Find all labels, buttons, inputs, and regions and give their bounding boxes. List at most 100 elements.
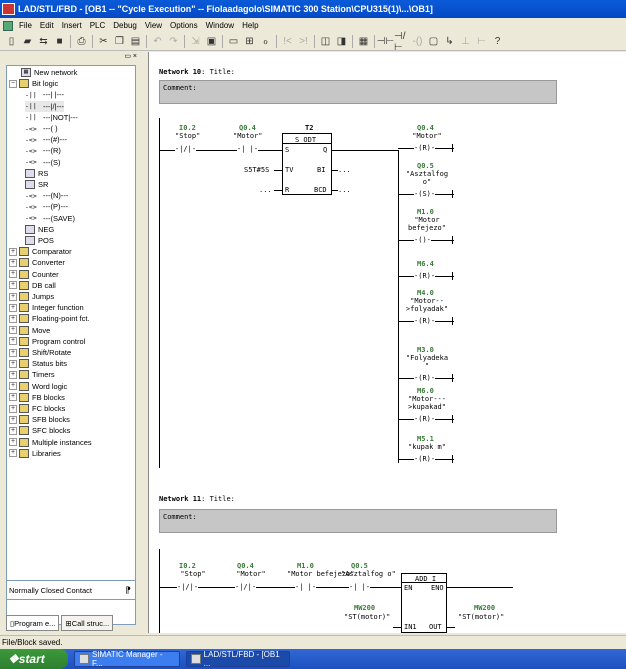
tree-item-folder-18[interactable]: +Libraries — [9, 448, 61, 459]
online-icon[interactable]: ⇆ — [39, 36, 48, 47]
expand-icon[interactable]: + — [9, 270, 17, 279]
collapse-icon[interactable]: − — [9, 79, 17, 88]
ladder-editor[interactable]: Network 10: Title: Comment: I0.2 "Stop" … — [148, 52, 626, 633]
print-icon[interactable]: ⎙ — [77, 36, 86, 47]
tree-item-folder-12[interactable]: +Word logic — [9, 381, 67, 392]
panel-close-icon[interactable]: ▭ × — [124, 53, 137, 60]
coil[interactable]: -(R)- — [414, 374, 436, 382]
expand-icon[interactable]: + — [9, 292, 17, 301]
expand-icon[interactable]: + — [9, 247, 17, 256]
tree-item-bit-logic-11[interactable]: -<>---(SAVE) — [25, 213, 75, 224]
address-icon[interactable]: ▦ — [358, 36, 369, 47]
tree-item-bit-logic-10[interactable]: -<>---(P)--- — [25, 201, 68, 212]
bi-output[interactable]: ... — [338, 166, 351, 174]
network-11-comment[interactable]: Comment: — [159, 509, 557, 533]
tree-item-folder-3[interactable]: +DB call — [9, 280, 56, 291]
tree-item-bit-logic-13[interactable]: POS — [25, 235, 54, 246]
comment-icon[interactable]: !< — [283, 36, 292, 47]
paste-icon[interactable]: ▤ — [130, 36, 141, 47]
tree-item-bit-logic-5[interactable]: -<>---(R) — [25, 145, 61, 156]
network-icon[interactable]: ⊞ — [245, 36, 254, 47]
step-icon[interactable]: >! — [299, 36, 308, 47]
branch-close-icon[interactable]: ⊥ — [461, 36, 470, 47]
expand-icon[interactable]: + — [9, 370, 17, 379]
view-lad-icon[interactable]: ◫ — [320, 36, 331, 47]
expand-icon[interactable]: + — [9, 393, 17, 402]
coil[interactable]: -(R)- — [414, 415, 436, 423]
tree-item-folder-2[interactable]: +Counter — [9, 269, 59, 280]
tree-item-folder-16[interactable]: +SFC blocks — [9, 425, 70, 436]
nc-contact[interactable]: -|/|- — [235, 583, 257, 591]
view-stl-icon[interactable]: ◨ — [336, 36, 347, 47]
coil-icon[interactable]: -() — [412, 36, 423, 47]
tree-item-folder-9[interactable]: +Shift/Rotate — [9, 347, 71, 358]
start-button[interactable]: ❖ start — [0, 649, 68, 669]
tree-item-bit-logic-9[interactable]: -<>---(N)--- — [25, 190, 68, 201]
tree-item-bit-logic-6[interactable]: -<>---(S) — [25, 157, 61, 168]
tv-value[interactable]: S5T#5S — [244, 166, 270, 174]
no-contact[interactable]: -| |- — [349, 583, 371, 591]
task-lad-stl-fbd[interactable]: LAD/STL/FBD - [OB1 ... — [186, 650, 290, 668]
network-10-comment[interactable]: Comment: — [159, 80, 557, 104]
tree-item-folder-4[interactable]: +Jumps — [9, 291, 54, 302]
menu-help[interactable]: Help — [242, 21, 259, 30]
contact-nc-icon[interactable]: ⊣/⊢ — [394, 30, 406, 53]
copy-icon[interactable]: ❐ — [115, 36, 124, 47]
tree-item-bit-logic-7[interactable]: RS — [25, 168, 48, 179]
coil[interactable]: -(R)- — [414, 317, 436, 325]
r-input[interactable]: ... — [259, 186, 272, 194]
expand-icon[interactable]: + — [9, 314, 17, 323]
expand-icon[interactable]: + — [9, 326, 17, 335]
tree-item-bit-logic-1[interactable]: -||---|/|--- — [25, 100, 64, 112]
expand-icon[interactable]: + — [9, 348, 17, 357]
expand-icon[interactable]: + — [9, 382, 17, 391]
save-icon[interactable]: ■ — [56, 36, 63, 47]
tree-item-bit-logic-2[interactable]: -||---|NOT|--- — [25, 112, 78, 123]
tree-item-folder-7[interactable]: +Move — [9, 325, 50, 336]
help-icon[interactable]: ? — [494, 36, 501, 47]
bcd-output[interactable]: ... — [338, 186, 351, 194]
connection-icon[interactable]: ⊢ — [477, 36, 486, 47]
expand-icon[interactable]: + — [9, 359, 17, 368]
expand-icon[interactable]: + — [9, 449, 17, 458]
tree-item-folder-13[interactable]: +FB blocks — [9, 392, 65, 403]
coil[interactable]: -(R)- — [414, 144, 436, 152]
tree-item-folder-11[interactable]: +Timers — [9, 369, 55, 380]
menu-plc[interactable]: PLC — [89, 21, 106, 30]
coil[interactable]: -(S)- — [414, 190, 436, 198]
tree-item-folder-14[interactable]: +FC blocks — [9, 403, 65, 414]
overview-icon[interactable]: ℴ — [263, 36, 268, 47]
module-icon[interactable]: ▣ — [206, 36, 217, 47]
tree-item-folder-17[interactable]: +Multiple instances — [9, 437, 92, 448]
tree-item-new-network[interactable]: ▦New network — [21, 67, 77, 78]
add-i-box[interactable] — [401, 573, 447, 633]
tree-item-folder-6[interactable]: +Floating-point fct. — [9, 313, 90, 324]
menu-debug[interactable]: Debug — [113, 21, 137, 30]
tree-item-folder-5[interactable]: +Integer function — [9, 302, 84, 313]
expand-icon[interactable]: + — [9, 438, 17, 447]
tree-item-folder-1[interactable]: +Converter — [9, 257, 65, 268]
document-icon[interactable] — [3, 20, 13, 31]
nc-contact[interactable]: -|/|- — [175, 145, 197, 153]
nc-contact[interactable]: -|/|- — [177, 583, 199, 591]
expand-icon[interactable]: + — [9, 303, 17, 312]
menu-insert[interactable]: Insert — [61, 21, 82, 30]
help-cursor-icon[interactable]: ⁋ — [125, 585, 131, 595]
menu-window[interactable]: Window — [205, 21, 235, 30]
tab-call-structure[interactable]: ⊞ Call struc... — [61, 615, 114, 631]
menu-file[interactable]: File — [19, 21, 32, 30]
coil[interactable]: -()- — [414, 236, 431, 244]
tree-item-folder-0[interactable]: +Comparator — [9, 246, 72, 257]
tree-item-bit-logic-3[interactable]: -<>---( ) — [25, 123, 58, 134]
out-symbol[interactable]: "ST(motor)" — [458, 613, 505, 621]
coil[interactable]: -(R)- — [414, 455, 436, 463]
coil[interactable]: -(R)- — [414, 272, 436, 280]
expand-icon[interactable]: + — [9, 426, 17, 435]
tree-item-folder-15[interactable]: +SFB blocks — [9, 414, 70, 425]
task-simatic-manager[interactable]: SIMATIC Manager - F... — [74, 650, 180, 668]
open-icon[interactable]: ▰ — [23, 36, 32, 47]
tree-item-bit-logic[interactable]: −Bit logic — [9, 78, 58, 89]
expand-icon[interactable]: + — [9, 404, 17, 413]
menu-options[interactable]: Options — [170, 21, 198, 30]
branch-open-icon[interactable]: ↳ — [445, 36, 454, 47]
